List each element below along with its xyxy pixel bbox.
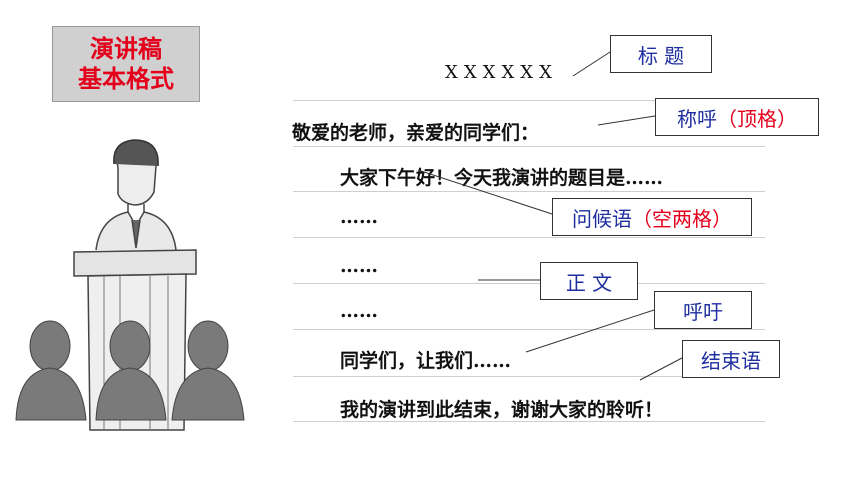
title-line-1: 演讲稿 [90, 35, 162, 63]
label-greeting-note: （空两格） [632, 206, 732, 231]
label-closing: 结束语 [682, 340, 780, 378]
label-appeal-text: 呼吁 [683, 299, 723, 324]
ruled-line [293, 237, 765, 238]
speaker-illustration [15, 139, 245, 431]
ruled-line [293, 283, 765, 284]
ruled-line [293, 100, 765, 101]
title-line-2: 基本格式 [78, 65, 174, 93]
label-salutation-note: （顶格） [717, 106, 797, 131]
ruled-line [293, 329, 765, 330]
label-greeting-text: 问候语 [572, 206, 632, 231]
label-closing-text: 结束语 [701, 348, 761, 373]
ruled-line [293, 191, 765, 192]
label-salutation-text: 称呼 [677, 106, 717, 131]
ruled-line [293, 376, 765, 377]
label-title: 标 题 [610, 35, 712, 73]
label-body: 正 文 [540, 262, 638, 300]
body-line-2: …… [340, 255, 378, 277]
appeal-line: 同学们，让我们…… [340, 350, 512, 372]
label-salutation: 称呼（顶格） [655, 98, 819, 136]
label-body-text: 正 文 [565, 270, 613, 295]
label-title-text: 标 题 [637, 43, 685, 68]
speech-heading: XXXXXX [445, 62, 558, 83]
salutation-line: 敬爱的老师，亲爱的同学们： [292, 122, 540, 144]
ruled-line [293, 421, 765, 422]
ruled-line [293, 146, 765, 147]
closing-line: 我的演讲到此结束，谢谢大家的聆听！ [340, 399, 664, 421]
label-appeal: 呼吁 [654, 291, 752, 329]
body-line-1: …… [340, 206, 378, 228]
label-greeting: 问候语（空两格） [552, 198, 752, 236]
greeting-line: 大家下午好！今天我演讲的题目是…… [340, 167, 664, 189]
body-line-3: …… [340, 300, 378, 322]
title-box: 演讲稿 基本格式 [52, 26, 200, 102]
